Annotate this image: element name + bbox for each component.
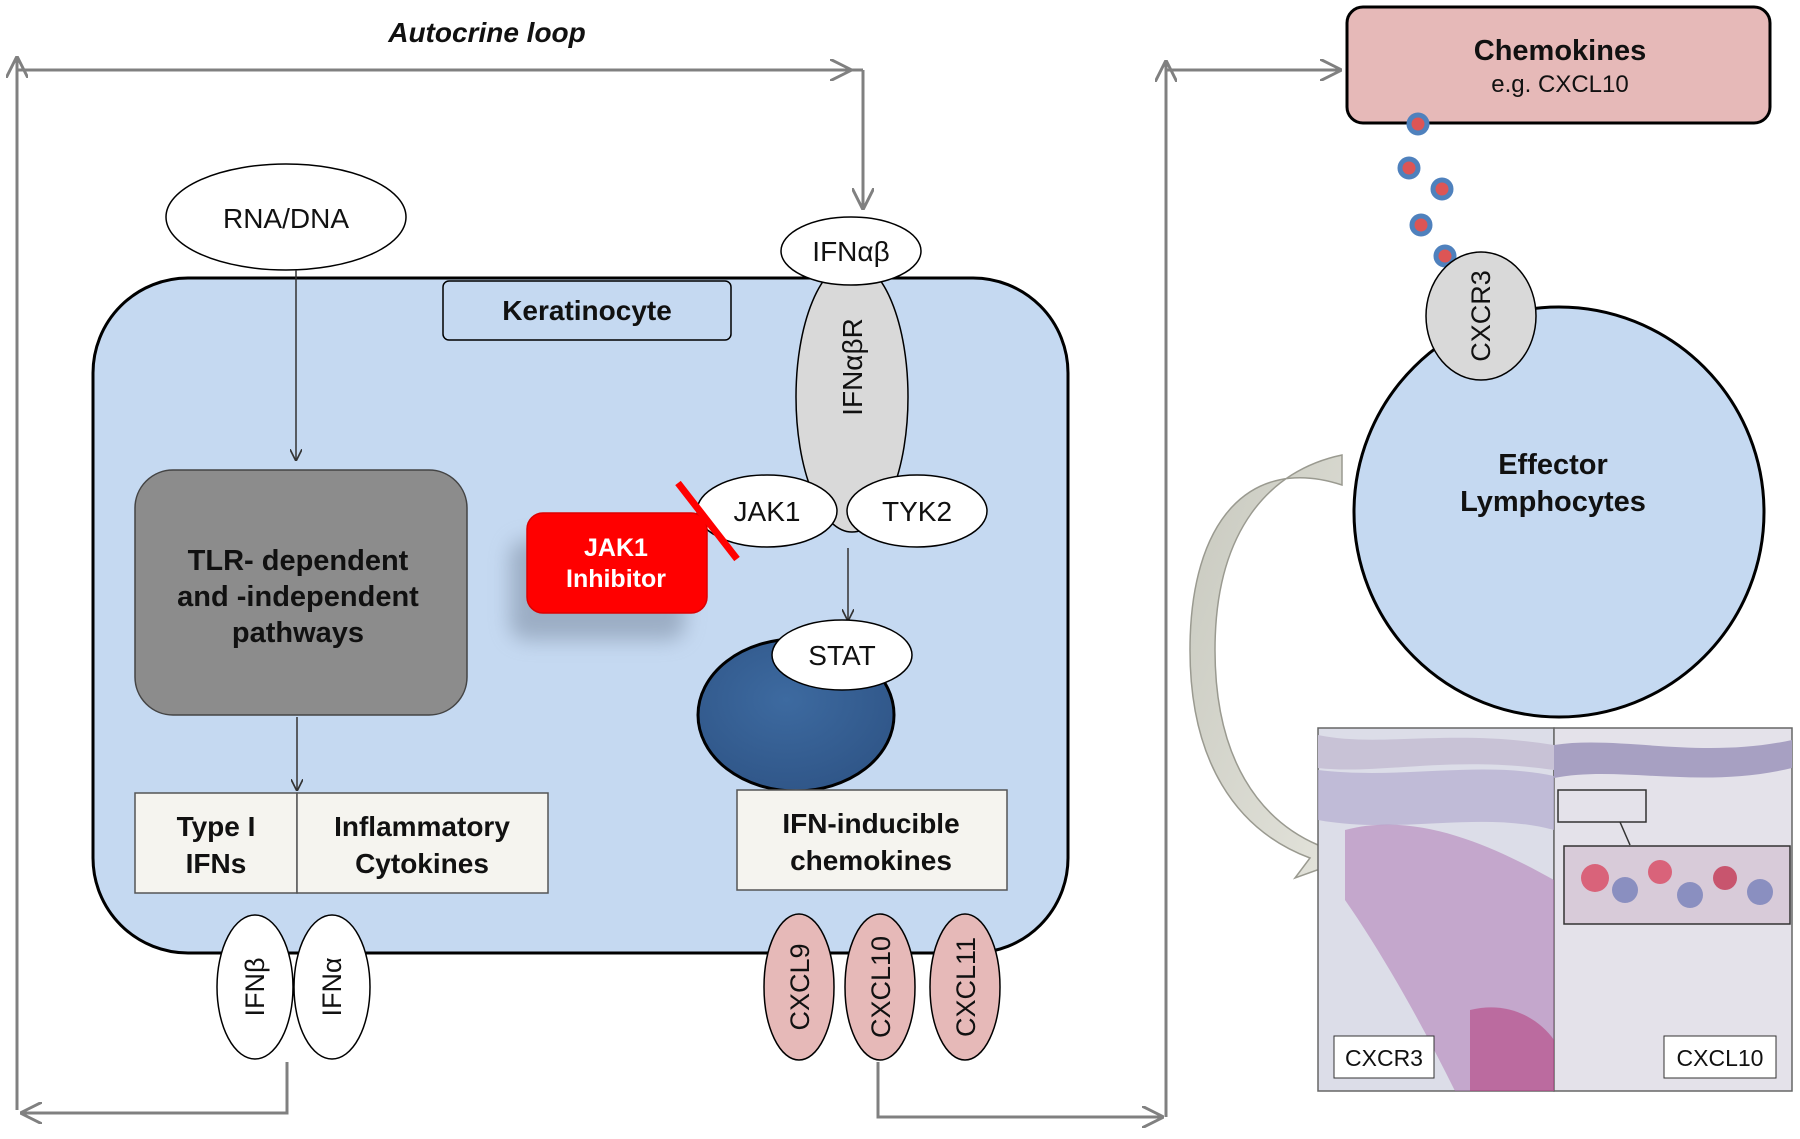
- rna-dna-node: [165, 163, 407, 271]
- tlr-pathways-line3: pathways: [232, 617, 364, 649]
- paracrine-arrows: [876, 62, 1340, 1117]
- stat-node: [771, 619, 913, 691]
- inflammatory-cytokines-line1: Inflammatory: [334, 811, 510, 842]
- tlr-pathways-line2: and -independent: [177, 581, 419, 613]
- ifn-inducible-chemokines-line2: chemokines: [790, 845, 952, 876]
- type1-ifns-box: [134, 792, 298, 894]
- stat-label: STAT: [808, 640, 875, 671]
- chemokine-dot: [1409, 213, 1433, 237]
- ifn-inducible-chemokines-box: [736, 789, 1008, 891]
- micrograph-inset-small: [1557, 789, 1647, 823]
- cxcl9-node: [763, 913, 835, 1061]
- inflammatory-cytokines-box: [296, 792, 549, 894]
- micro-cxcr3-label-box: [1333, 1035, 1435, 1079]
- inflammatory-cytokines-line2: Cytokines: [355, 848, 489, 879]
- tlr-pathways-box: [134, 469, 468, 716]
- rna-dna-label: RNA/DNA: [223, 203, 349, 234]
- chemokine-dot: [1397, 156, 1421, 180]
- cxcr3-label: CXCR3: [1466, 270, 1496, 362]
- type1-ifns-line2: IFNs: [186, 848, 247, 879]
- tyk2-label: TYK2: [882, 496, 952, 527]
- tyk2-node: [846, 474, 988, 548]
- ifn-ab-node: [780, 216, 922, 286]
- cxcl9-label: CXCL9: [785, 943, 815, 1030]
- tlr-pathways-line1: TLR- dependent: [188, 545, 409, 577]
- cxcl10-node: [844, 913, 916, 1061]
- type1-ifns-line1: Type I: [177, 811, 256, 842]
- cxcl10-label: CXCL10: [866, 936, 896, 1038]
- ifn-beta-node: [216, 914, 294, 1060]
- micro-cxcr3-label: CXCR3: [1345, 1045, 1423, 1071]
- ifn-beta-label: IFNβ: [240, 957, 270, 1016]
- cxcl11-label: CXCL11: [951, 937, 981, 1037]
- jak1-label: JAK1: [734, 496, 801, 527]
- keratinocyte-label: Keratinocyte: [502, 295, 672, 326]
- cxcl11-node: [929, 913, 1001, 1061]
- keratinocyte-label-box: [442, 280, 732, 341]
- micro-cxcl10-label: CXCL10: [1677, 1045, 1764, 1071]
- ifn-alpha-node: [293, 914, 371, 1060]
- micrograph-panels: [1317, 727, 1793, 1092]
- effector-lymphocyte-cell: [1352, 305, 1766, 719]
- jak1-inhibitor-line2: Inhibitor: [566, 565, 666, 593]
- autocrine-loop-title: Autocrine loop: [387, 17, 586, 48]
- ifn-ab-receptor-label: IFNαβR: [837, 318, 868, 416]
- jak1-inhibitor-box: [526, 512, 708, 614]
- effector-lymphocytes-line2: Lymphocytes: [1460, 486, 1646, 518]
- inhibition-bar: [675, 480, 740, 562]
- chemokines-title: Chemokines: [1474, 35, 1646, 67]
- chemokine-dot: [1433, 244, 1457, 268]
- chemokines-box: [1345, 5, 1772, 125]
- jak1-inhibitor-line1: JAK1: [584, 534, 648, 562]
- effector-lymphocytes-line1: Effector: [1498, 449, 1608, 481]
- cxcr3-receptor: [1425, 251, 1537, 381]
- ifn-alpha-label: IFNα: [317, 957, 347, 1016]
- ifn-inducible-chemokines-line1: IFN-inducible: [782, 808, 959, 839]
- ifn-ab-label: IFNαβ: [812, 236, 889, 267]
- chemokine-dot: [1430, 177, 1454, 201]
- chemokines-subtitle: e.g. CXCL10: [1491, 71, 1628, 98]
- chemokine-dot: [1406, 112, 1430, 136]
- chemokine-dots: [1397, 112, 1457, 268]
- lymphocyte-to-tissue-arrow: [1189, 454, 1346, 880]
- micro-cxcl10-label-box: [1663, 1035, 1777, 1079]
- autocrine-loop-arrows: [17, 58, 863, 1113]
